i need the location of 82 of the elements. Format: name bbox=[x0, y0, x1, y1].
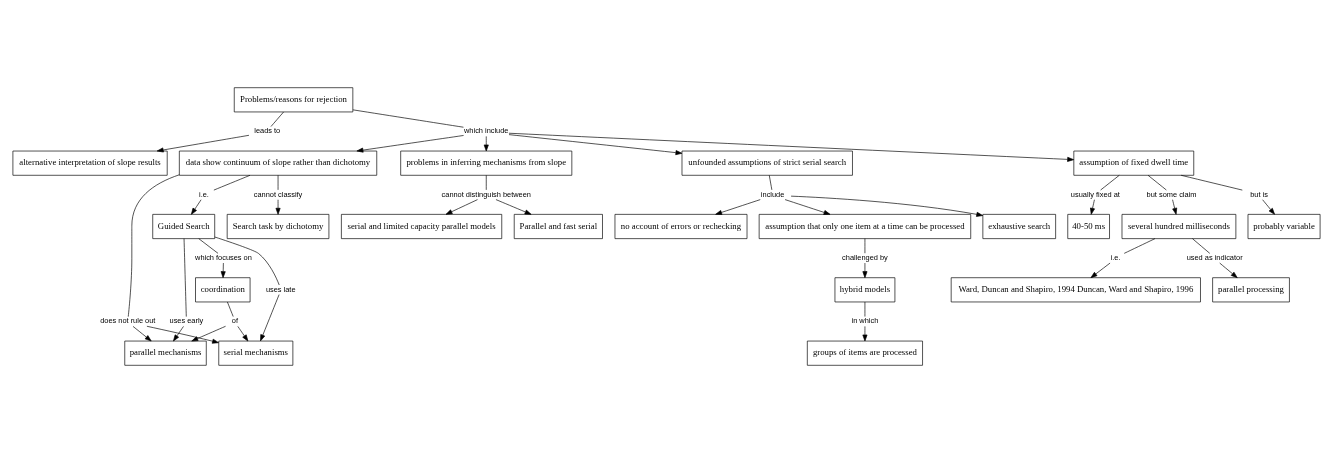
node-text: challenged by bbox=[842, 252, 888, 262]
arrow bbox=[1219, 262, 1238, 278]
arrow bbox=[146, 325, 219, 344]
node-box: Guided Search bbox=[152, 213, 216, 239]
node-text: does not rule out bbox=[100, 315, 156, 325]
node-box: assumption of fixed dwell time bbox=[1073, 150, 1195, 176]
arrow bbox=[495, 198, 532, 215]
node-box: serial and limited capacity parallel models bbox=[341, 213, 503, 239]
node-box: data show continuum of slope rather than dichotomy bbox=[179, 150, 378, 176]
node-text: uses early bbox=[169, 315, 204, 325]
node-box: hybrid models bbox=[834, 276, 896, 302]
arrow bbox=[237, 325, 249, 341]
arrow bbox=[508, 133, 683, 155]
node-box: serial mechanisms bbox=[218, 340, 294, 366]
node-text: of bbox=[231, 315, 239, 325]
node-box: Ward, Duncan and Shapiro, 1994 Duncan, Ward and Shapiro, 1996 bbox=[950, 276, 1201, 302]
node-text: include bbox=[760, 189, 785, 199]
node-text: usually fixed at bbox=[1070, 189, 1120, 199]
node-text: but some claim bbox=[1146, 189, 1197, 199]
node-text: but is bbox=[1250, 189, 1268, 199]
connector bbox=[352, 109, 464, 128]
arrow bbox=[790, 195, 984, 217]
connector bbox=[198, 237, 219, 254]
node-box: assumption that only one item at a time can be processed bbox=[758, 213, 972, 239]
connector bbox=[485, 174, 487, 190]
node-text: uses late bbox=[265, 284, 296, 294]
node-box: parallel mechanisms bbox=[124, 340, 207, 366]
arrow bbox=[1090, 262, 1111, 278]
arrow bbox=[508, 132, 1074, 162]
node-box: groups of items are processed bbox=[807, 340, 923, 366]
node-box: Search task by dichotomy bbox=[226, 213, 330, 239]
connector bbox=[213, 174, 251, 190]
arrow bbox=[862, 325, 868, 341]
node-box: parallel processing bbox=[1212, 276, 1290, 302]
arrow bbox=[784, 198, 831, 215]
arrow bbox=[445, 198, 478, 215]
arrow bbox=[156, 134, 250, 152]
node-text: i.e. bbox=[198, 189, 209, 199]
connector bbox=[1147, 174, 1167, 190]
arrow bbox=[1262, 198, 1275, 215]
node-box: unfounded assumptions of strict serial search bbox=[681, 150, 853, 176]
node-box: Problems/reasons for rejection bbox=[233, 86, 354, 112]
connector bbox=[1123, 237, 1156, 254]
node-text: i.e. bbox=[1110, 252, 1121, 262]
node-text: cannot classify bbox=[253, 189, 303, 199]
node-text: which focuses on bbox=[195, 252, 252, 262]
arrow bbox=[173, 325, 184, 341]
node-text: in which bbox=[851, 315, 879, 325]
arrow bbox=[191, 198, 202, 215]
arrow bbox=[260, 293, 280, 341]
connector bbox=[768, 174, 773, 190]
node-box: coordination bbox=[195, 276, 251, 302]
node-box: 40-50 ms bbox=[1067, 213, 1110, 239]
arrow bbox=[862, 262, 868, 278]
arrow bbox=[483, 135, 489, 151]
arrow bbox=[191, 325, 226, 341]
node-box: no account of errors or rechecking bbox=[614, 213, 748, 239]
node-text: cannot distinguish between bbox=[441, 189, 531, 199]
connector bbox=[1100, 174, 1120, 190]
node-text: which include bbox=[464, 125, 509, 135]
node-text: leads to bbox=[254, 125, 281, 135]
node-box: exhaustive search bbox=[982, 213, 1056, 239]
node-box: several hundred milliseconds bbox=[1121, 213, 1237, 239]
arrow bbox=[275, 198, 281, 215]
connector bbox=[127, 173, 180, 317]
connector bbox=[277, 174, 279, 190]
connector bbox=[183, 237, 187, 317]
node-text: used as indicator bbox=[1186, 252, 1243, 262]
connector bbox=[214, 236, 280, 285]
node-box: probably variable bbox=[1247, 213, 1321, 239]
node-box: alternative interpretation of slope results bbox=[12, 150, 168, 176]
arrow bbox=[715, 198, 761, 215]
arrow bbox=[132, 325, 152, 341]
arrow bbox=[1172, 198, 1178, 215]
node-box: problems in inferring mechanisms from slope bbox=[400, 150, 573, 176]
node-box: Parallel and fast serial bbox=[513, 213, 603, 239]
connector bbox=[1180, 174, 1243, 190]
arrow bbox=[356, 134, 464, 153]
arrow bbox=[220, 262, 226, 278]
connector bbox=[227, 301, 234, 317]
arrow bbox=[1090, 198, 1095, 215]
connector bbox=[1192, 237, 1211, 254]
